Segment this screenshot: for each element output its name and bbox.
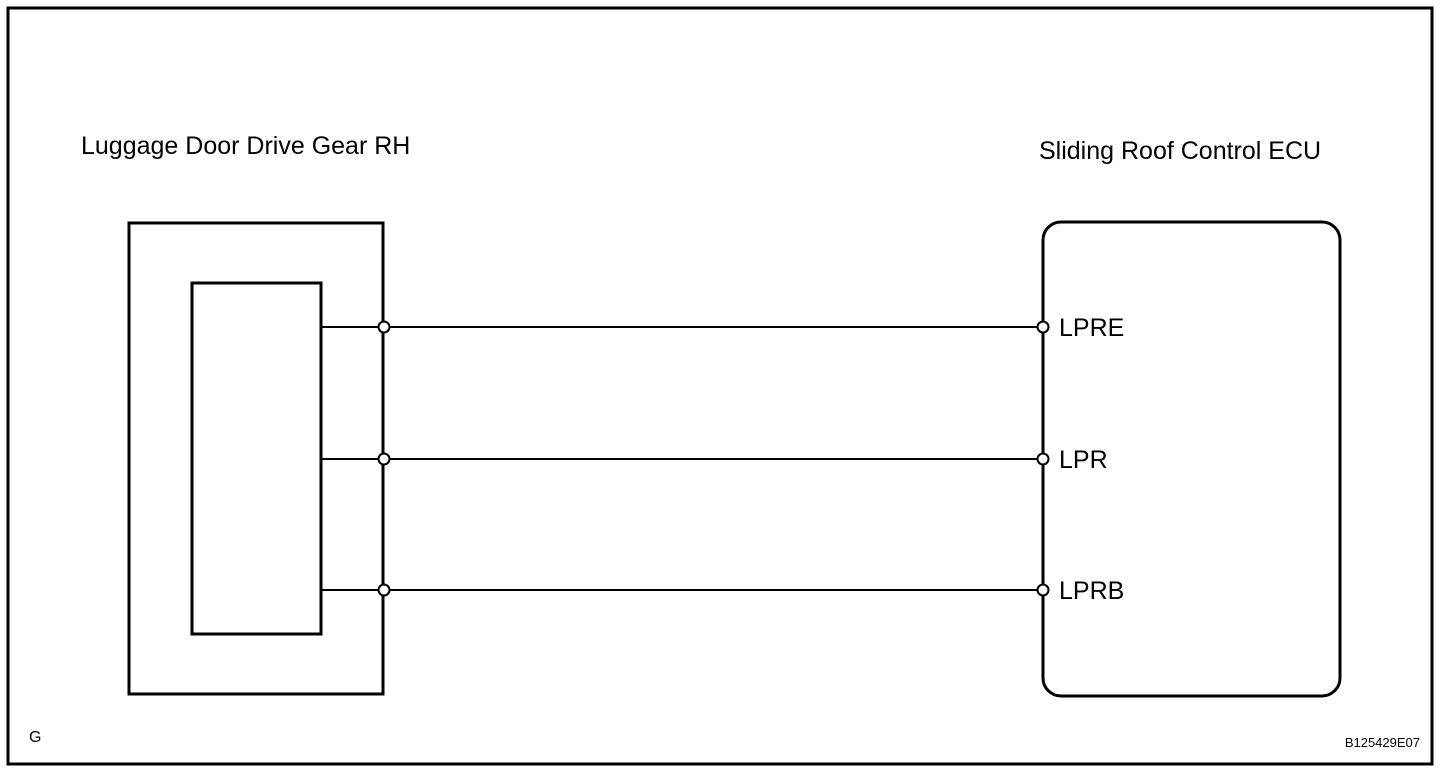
wire-lpre: LPRE: [321, 314, 1124, 342]
pin-label-lpre: LPRE: [1059, 314, 1124, 342]
wire-lpre-gear-terminal: [377, 320, 391, 334]
drive-gear-motor-box: [190, 281, 323, 636]
pin-label-lprb: LPRB: [1059, 577, 1124, 605]
corner-mark: G: [29, 729, 41, 746]
wire-lpr: LPR: [321, 446, 1108, 474]
left-component-title: Luggage Door Drive Gear RH: [81, 132, 410, 160]
wire-lpr-ecu-terminal: [1036, 452, 1050, 466]
wire-lprb-ecu-terminal: [1036, 583, 1050, 597]
wire-lprb: LPRB: [321, 577, 1124, 605]
figure-code: B125429E07: [1345, 735, 1420, 750]
wire-lpre-ecu-terminal: [1036, 320, 1050, 334]
right-component-title: Sliding Roof Control ECU: [1039, 137, 1321, 165]
pin-label-lpr: LPR: [1059, 446, 1108, 474]
diagram-frame: [6, 6, 1434, 766]
wire-lpr-gear-terminal: [377, 452, 391, 466]
wire-lprb-gear-terminal: [377, 583, 391, 597]
